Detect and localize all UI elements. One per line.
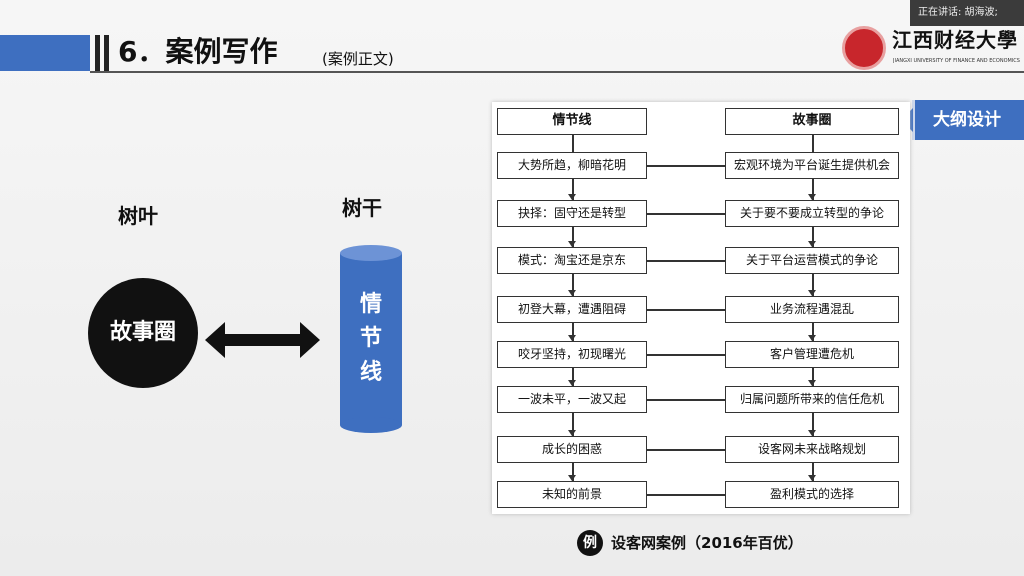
row-connector (647, 309, 725, 311)
plot-line-step: 未知的前景 (497, 481, 647, 508)
flow-arrow (812, 179, 814, 200)
page-title: 6．案例写作 (118, 35, 278, 68)
arrowhead-icon (568, 335, 576, 341)
plot-line-step: 模式：淘宝还是京东 (497, 247, 647, 274)
university-name: 江西财经大學 (892, 28, 1018, 52)
header-divider (104, 35, 109, 71)
story-circle-step: 盈利模式的选择 (725, 481, 899, 508)
arrowhead-icon (808, 380, 816, 386)
arrowhead-icon (568, 194, 576, 200)
plot-line-step: 一波未平，一波又起 (497, 386, 647, 413)
story-circle-step: 关于要不要成立转型的争论 (725, 200, 899, 227)
arrowhead-icon (808, 290, 816, 296)
plot-line-step: 大势所趋，柳暗花明 (497, 152, 647, 179)
story-circle-step: 业务流程遇混乱 (725, 296, 899, 323)
arrowhead-icon (568, 290, 576, 296)
header-divider (95, 35, 100, 71)
arrowhead-icon (568, 380, 576, 386)
page-subtitle: (案例正文) (322, 50, 394, 68)
flow-arrow (812, 368, 814, 386)
row-connector (647, 260, 725, 262)
plot-line-step: 初登大幕，遭遇阻碍 (497, 296, 647, 323)
flow-arrow (572, 323, 574, 341)
case-caption-text: 设客网案例（2016年百优） (611, 534, 803, 552)
story-circle-step: 宏观环境为平台诞生提供机会 (725, 152, 899, 179)
arrowhead-icon (568, 241, 576, 247)
plot-line-step: 成长的困惑 (497, 436, 647, 463)
example-icon: 例 (577, 530, 603, 556)
story-circle-step: 设客网未来战略规划 (725, 436, 899, 463)
arrowhead-icon (808, 430, 816, 436)
plot-line-step: 咬牙坚持，初现曙光 (497, 341, 647, 368)
story-circle-step: 关于平台运营模式的争论 (725, 247, 899, 274)
story-circle-header: 故事圈 (725, 108, 899, 135)
row-connector (647, 165, 725, 167)
arrowhead-icon (568, 475, 576, 481)
arrowhead-icon (808, 475, 816, 481)
flow-arrow (812, 323, 814, 341)
header-accent-bar (0, 35, 90, 71)
row-connector (647, 213, 725, 215)
flow-arrow (812, 227, 814, 247)
university-english-name: JIANGXI UNIVERSITY OF FINANCE AND ECONOM… (893, 58, 1020, 64)
double-arrow-icon (205, 322, 320, 358)
plot-line-cylinder (340, 245, 402, 433)
row-connector (647, 494, 725, 496)
section-tag: 大纲设计 (901, 100, 1024, 140)
case-caption: 例 设客网案例（2016年百优） (577, 530, 803, 556)
flow-arrow (572, 227, 574, 247)
flow-arrow (812, 274, 814, 296)
flow-arrow (812, 135, 814, 152)
flow-arrow (572, 368, 574, 386)
plot-line-header: 情节线 (497, 108, 647, 135)
plot-line-step: 抉择：固守还是转型 (497, 200, 647, 227)
row-connector (647, 399, 725, 401)
flow-arrow (812, 413, 814, 436)
flow-arrow (572, 463, 574, 481)
flow-arrow (572, 413, 574, 436)
arrowhead-icon (808, 241, 816, 247)
university-seal-icon (842, 26, 886, 70)
arrowhead-icon (568, 430, 576, 436)
leaf-label: 树叶 (118, 204, 158, 228)
flow-arrow (812, 463, 814, 481)
cylinder-text: 情节线 (359, 292, 382, 385)
arrowhead-icon (808, 194, 816, 200)
arrowhead-icon (808, 335, 816, 341)
flow-arrow (572, 274, 574, 296)
story-circle-step: 客户管理遭危机 (725, 341, 899, 368)
trunk-label: 树干 (342, 196, 382, 220)
flow-arrow (572, 135, 574, 152)
header-rule (90, 71, 1024, 73)
story-circle-step: 归属问题所带来的信任危机 (725, 386, 899, 413)
flow-arrow (572, 179, 574, 200)
row-connector (647, 354, 725, 356)
row-connector (647, 449, 725, 451)
story-circle: 故事圈 (88, 278, 198, 388)
speaker-indicator: 正在讲话: 胡海波; (910, 0, 1024, 26)
